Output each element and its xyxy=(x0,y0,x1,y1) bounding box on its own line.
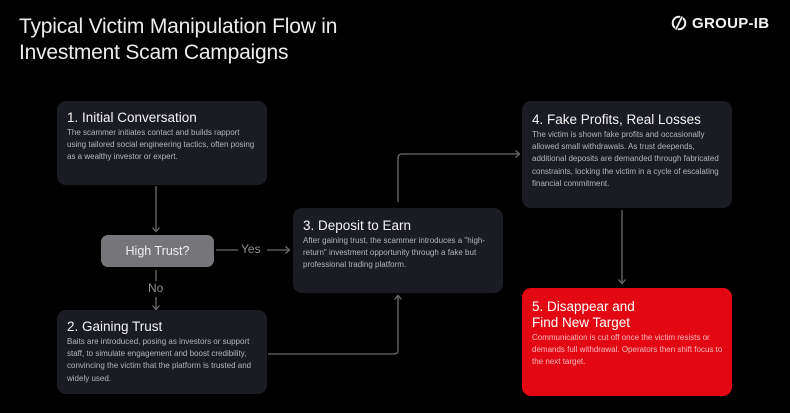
step-title-line-1: 5. Disappear and xyxy=(532,299,635,314)
logo-text: GROUP-IB xyxy=(692,14,770,32)
page-title: Typical Victim Manipulation Flow in Inve… xyxy=(19,14,337,66)
group-ib-logo-icon xyxy=(671,14,687,32)
title-line-1: Typical Victim Manipulation Flow in xyxy=(19,15,338,38)
yes-label: Yes xyxy=(241,242,261,256)
step-description: The victim is shown fake profits and occ… xyxy=(532,130,719,188)
step-4-fake-profits-real-losses: 4. Fake Profits, Real Losses The victim … xyxy=(522,101,732,208)
step-title: 2. Gaining Trust xyxy=(67,319,163,334)
step-title: 3. Deposit to Earn xyxy=(303,218,412,233)
no-label: No xyxy=(148,281,164,295)
step-5-disappear-and-find-new-target: 5. Disappear and Find New Target Communi… xyxy=(522,288,732,396)
step-2-gaining-trust: 2. Gaining Trust Baits are introduced, p… xyxy=(57,310,267,394)
title-line-2: Investment Scam Campaigns xyxy=(19,41,289,64)
arrow-step3-to-step4 xyxy=(397,153,519,202)
step-description: Baits are introduced, posing as investor… xyxy=(67,337,252,383)
arrowhead-step2-to-step3 xyxy=(394,294,402,300)
step-3-deposit-to-earn: 3. Deposit to Earn After gaining trust, … xyxy=(293,208,503,293)
step-1-initial-conversation: 1. Initial Conversation The scammer init… xyxy=(57,101,267,185)
group-ib-logo: GROUP-IB xyxy=(670,14,769,32)
step-title: 1. Initial Conversation xyxy=(67,110,197,125)
step-description: After gaining trust, the scammer introdu… xyxy=(303,236,486,270)
step-title: 5. Disappear and Find New Target xyxy=(532,299,723,331)
step-description: The scammer initiates contact and builds… xyxy=(67,128,255,162)
arrow-step2-to-step3 xyxy=(268,296,399,355)
high-trust-decision: High Trust? xyxy=(101,235,214,267)
step-description: Communication is cut off once the victim… xyxy=(532,333,723,367)
arrowhead-yes-to-step3 xyxy=(285,246,291,254)
step-title: 4. Fake Profits, Real Losses xyxy=(532,112,701,127)
step-title-line-2: Find New Target xyxy=(532,315,631,330)
arrowhead-step4-to-step5 xyxy=(618,279,626,285)
arrowhead-step3-to-step4 xyxy=(515,150,521,158)
arrowhead-decision-to-step2 xyxy=(152,305,160,311)
arrowhead-step1-to-decision xyxy=(152,227,160,233)
